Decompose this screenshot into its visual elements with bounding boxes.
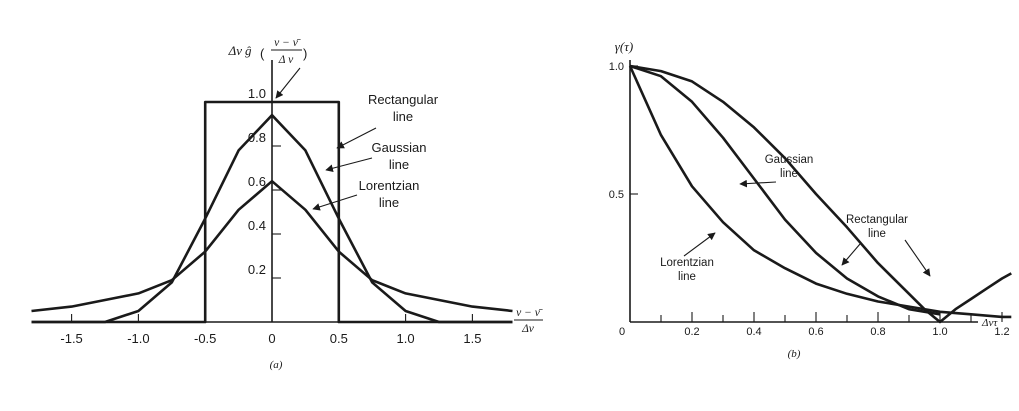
panel-b-x-tick-label: 0.4: [746, 326, 761, 338]
annotation-b-gaussian-line1: Gaussian: [765, 154, 814, 166]
annotation-b-gaussian-arrow: [739, 179, 777, 188]
annotation-b-gaussian-line2: line: [780, 168, 798, 180]
annotation-b-gaussian: Gaussian line: [739, 154, 814, 188]
panel-a-x-tick-label: -1.5: [60, 331, 82, 346]
panel-b-curves: [628, 64, 1012, 324]
annotation-a-lorentzian-arrow: [312, 194, 358, 211]
y-label-open-paren: (: [260, 46, 265, 61]
annotation-b-rectangular-arrow-right: [904, 239, 931, 277]
annotation-b-lorentzian: Lorentzian line: [660, 232, 716, 283]
annotation-a-lorentzian-line2: line: [379, 195, 399, 210]
panel-a-y-tick-label: 1.0: [248, 86, 266, 101]
annotation-b-rectangular-line1: Rectangular: [846, 214, 908, 226]
panel-b-x-axis-label: Δντ: [981, 317, 998, 329]
annotation-a-rectangular-line1: Rectangular: [368, 92, 439, 107]
annotation-a-lorentzian: Lorentzian line: [312, 178, 420, 211]
panel-a-curves: [31, 100, 513, 324]
annotation-a-gaussian: Gaussian line: [325, 140, 427, 172]
panel-a-y-tick-label: 0.8: [248, 130, 266, 145]
panel-a: -1.5 -1.0 -0.5 0 0.5 1.0 1.5 0.2 0.4 0.6 0.8 1.0 Δ…: [31, 37, 543, 371]
y-label-close-paren: ): [303, 46, 307, 61]
annotation-a-rectangular: Rectangular line: [336, 92, 439, 149]
panel-a-series-rectangular-line: [31, 100, 513, 324]
annotation-a-rectangular-line2: line: [393, 109, 413, 124]
panel-b-y-axis-label: γ(τ): [615, 39, 633, 54]
panel-b-x-tick-label: 1.2: [994, 326, 1009, 338]
y-label-prefix: Δν: [228, 43, 243, 58]
panel-b-x-tick-label: 0.8: [870, 326, 885, 338]
annotation-a-rectangular-arrow: [336, 127, 377, 149]
y-label-func: ĝ: [245, 43, 252, 58]
panel-b-x-tick-label: 0.6: [808, 326, 823, 338]
panel-a-x-axis-label: ν − ν̄ Δν: [514, 307, 543, 335]
annotation-b-lorentzian-line2: line: [678, 271, 696, 283]
y-label-pointer: [275, 67, 301, 99]
panel-b-y-ticks: 0.5 1.0: [609, 61, 638, 201]
x-label-denominator: Δν: [521, 323, 535, 335]
annotation-b-lorentzian-line1: Lorentzian: [660, 257, 714, 269]
panel-a-x-tick-label: -0.5: [194, 331, 216, 346]
panel-a-x-tick-label: 0: [268, 331, 275, 346]
annotation-b-rectangular: Rectangular line: [841, 214, 931, 277]
panel-a-x-tick-label: -1.0: [127, 331, 149, 346]
y-label-numerator: ν − ν̄: [274, 37, 301, 49]
annotation-b-rectangular-arrow-left: [841, 243, 861, 266]
annotation-a-lorentzian-line1: Lorentzian: [359, 178, 420, 193]
y-label-denominator: Δ ν: [278, 54, 294, 66]
panel-a-series-gaussian-line: [31, 113, 513, 324]
panel-a-y-axis-label: Δν ĝ ( ν − ν̄ Δ ν ): [228, 37, 307, 99]
panel-a-series-lorentzian-line: [31, 179, 513, 313]
annotation-a-gaussian-arrow: [325, 157, 373, 172]
panel-a-x-tick-label: 1.5: [463, 331, 481, 346]
panel-a-caption: (a): [270, 359, 283, 371]
panel-a-y-ticks: 0.2 0.4 0.6 0.8 1.0: [248, 86, 281, 279]
annotation-a-gaussian-line2: line: [389, 157, 409, 172]
panel-b-x-ticks: 0 0.2 0.4 0.6 0.8 1.0 1.2: [619, 312, 1010, 338]
panel-a-y-tick-label: 0.2: [248, 262, 266, 277]
panel-a-x-tick-label: 1.0: [397, 331, 415, 346]
panel-a-y-tick-label: 0.4: [248, 218, 266, 233]
panel-b-y-tick-label: 1.0: [609, 61, 624, 73]
panel-b: γ(τ) Δντ 0 0.2 0.4 0.6 0.8 1.0 1.2 0.5 1.0 Gaus…: [609, 39, 1012, 360]
panel-a-x-tick-label: 0.5: [330, 331, 348, 346]
panel-a-y-tick-label: 0.6: [248, 174, 266, 189]
panel-b-series-rectangular-line: [629, 64, 1012, 324]
panel-b-caption: (b): [788, 348, 801, 360]
x-label-numerator: ν − ν̄: [516, 307, 543, 319]
panel-b-x-tick-label: 1.0: [932, 326, 947, 338]
annotation-b-rectangular-line2: line: [868, 228, 886, 240]
panel-b-y-tick-label: 0.5: [609, 189, 624, 201]
panel-a-x-ticks: -1.5 -1.0 -0.5 0 0.5 1.0 1.5: [60, 314, 481, 346]
panel-b-x-tick-label: 0.2: [684, 326, 699, 338]
annotation-a-gaussian-line1: Gaussian: [372, 140, 427, 155]
panel-b-series-gaussian-line: [629, 64, 941, 316]
annotation-b-lorentzian-arrow: [683, 232, 716, 257]
panel-b-series-lorentzian-line: [628, 65, 1012, 319]
panel-b-x-tick-label: 0: [619, 326, 625, 338]
